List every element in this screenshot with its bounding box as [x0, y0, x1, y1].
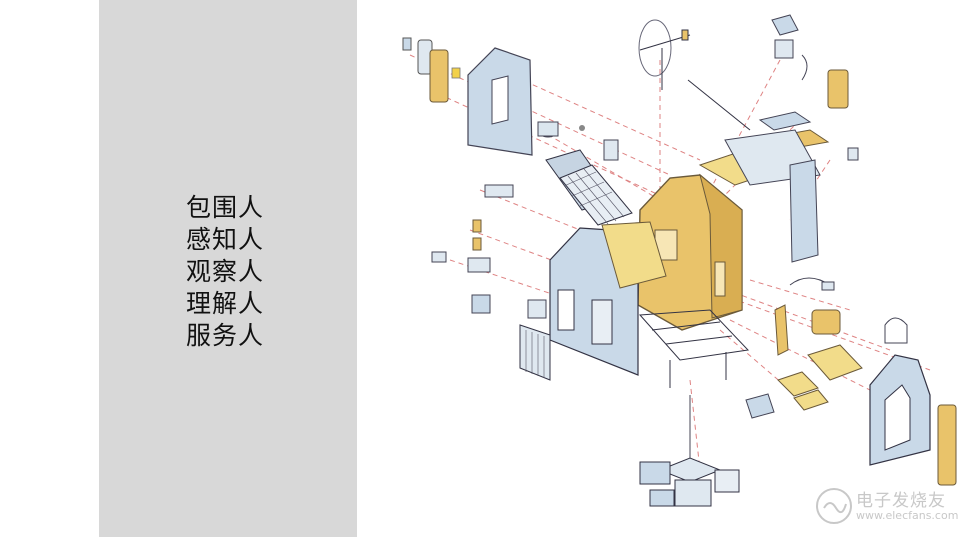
title-list: 包围人 感知人 观察人 理解人 服务人 [186, 192, 264, 352]
title-panel [99, 0, 357, 537]
left-hardware [431, 184, 547, 319]
elecfans-logo-icon [816, 488, 852, 524]
title-line-1: 包围人 [186, 193, 265, 222]
roof-panels [698, 129, 821, 263]
front-wall-panel [549, 221, 667, 376]
wooden-house-core [637, 173, 743, 331]
watermark-url: www.elecfans.com [856, 509, 959, 522]
canister-parts [537, 121, 619, 161]
title-line-4: 理解人 [186, 289, 265, 318]
furniture-parts [745, 277, 908, 419]
right-wall-panel [869, 354, 957, 486]
base-frame [638, 309, 750, 388]
title-line-5: 服务人 [186, 321, 265, 350]
watermark-logo-text: 电子发烧友 [856, 491, 946, 511]
radiator-panel [519, 324, 551, 381]
left-wall-panel [467, 47, 533, 156]
exploded-house-illustration [402, 14, 957, 507]
watermark: 电子发烧友 www.elecfans.com [812, 484, 962, 528]
title-line-2: 感知人 [186, 225, 265, 254]
title-line-3: 观察人 [186, 257, 265, 286]
slide-left-margin [0, 0, 99, 537]
bottom-utility-units [639, 395, 740, 507]
top-left-parts [402, 37, 461, 103]
antenna-device [638, 19, 751, 131]
solar-grid-panel [545, 149, 633, 226]
